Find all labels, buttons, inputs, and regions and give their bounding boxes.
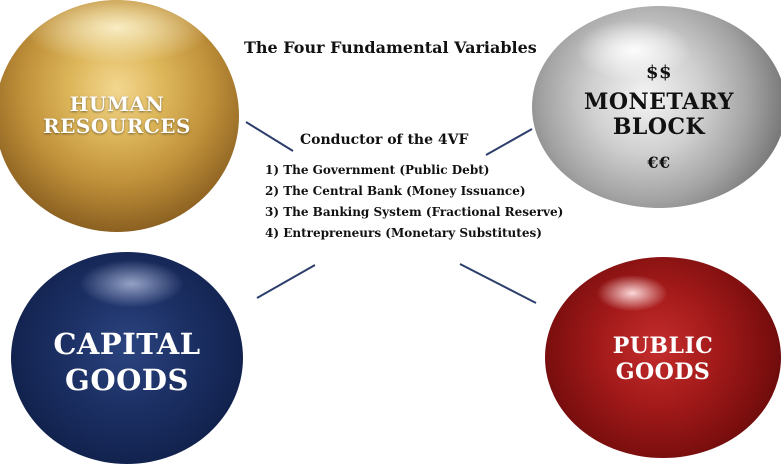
conductor-item: 4) Entrepreneurs (Monetary Substitutes)	[265, 226, 542, 240]
monetary-block-label: MONETARY BLOCK	[532, 90, 781, 139]
capital-goods-label: CAPITAL GOODS	[11, 326, 243, 399]
dollar-symbols: $$	[645, 62, 673, 83]
monetary-block-line2: BLOCK	[612, 113, 706, 140]
connector-public	[459, 263, 537, 304]
human-resources-line2: RESOURCES	[43, 114, 191, 139]
human-resources-line1: HUMAN	[69, 92, 165, 116]
conductor-list: 1) The Government (Public Debt) 2) The C…	[265, 163, 563, 247]
public-goods-sphere: PUBLIC GOODS	[545, 257, 781, 458]
human-resources-label: HUMAN RESOURCES	[0, 93, 239, 138]
conductor-item: 3) The Banking System (Fractional Reserv…	[265, 205, 564, 219]
conductor-item: 2) The Central Bank (Money Issuance)	[265, 184, 526, 198]
connector-human	[245, 121, 294, 152]
capital-goods-sphere: CAPITAL GOODS	[11, 252, 243, 464]
capital-goods-line2: GOODS	[65, 363, 189, 398]
public-goods-label: PUBLIC GOODS	[545, 333, 781, 386]
connector-monetary	[485, 128, 533, 156]
public-goods-line1: PUBLIC	[612, 333, 714, 359]
connector-capital	[256, 264, 316, 299]
diagram-title: The Four Fundamental Variables	[244, 38, 537, 57]
monetary-block-line1: MONETARY	[584, 89, 734, 115]
capital-goods-line1: CAPITAL	[53, 327, 201, 361]
public-goods-line2: GOODS	[615, 359, 711, 386]
euro-symbols: €€	[647, 153, 671, 172]
conductor-heading: Conductor of the 4VF	[300, 132, 469, 148]
conductor-item: 1) The Government (Public Debt)	[265, 163, 490, 177]
human-resources-sphere: HUMAN RESOURCES	[0, 0, 239, 232]
monetary-block-sphere: $$ MONETARY BLOCK €€	[532, 6, 781, 208]
